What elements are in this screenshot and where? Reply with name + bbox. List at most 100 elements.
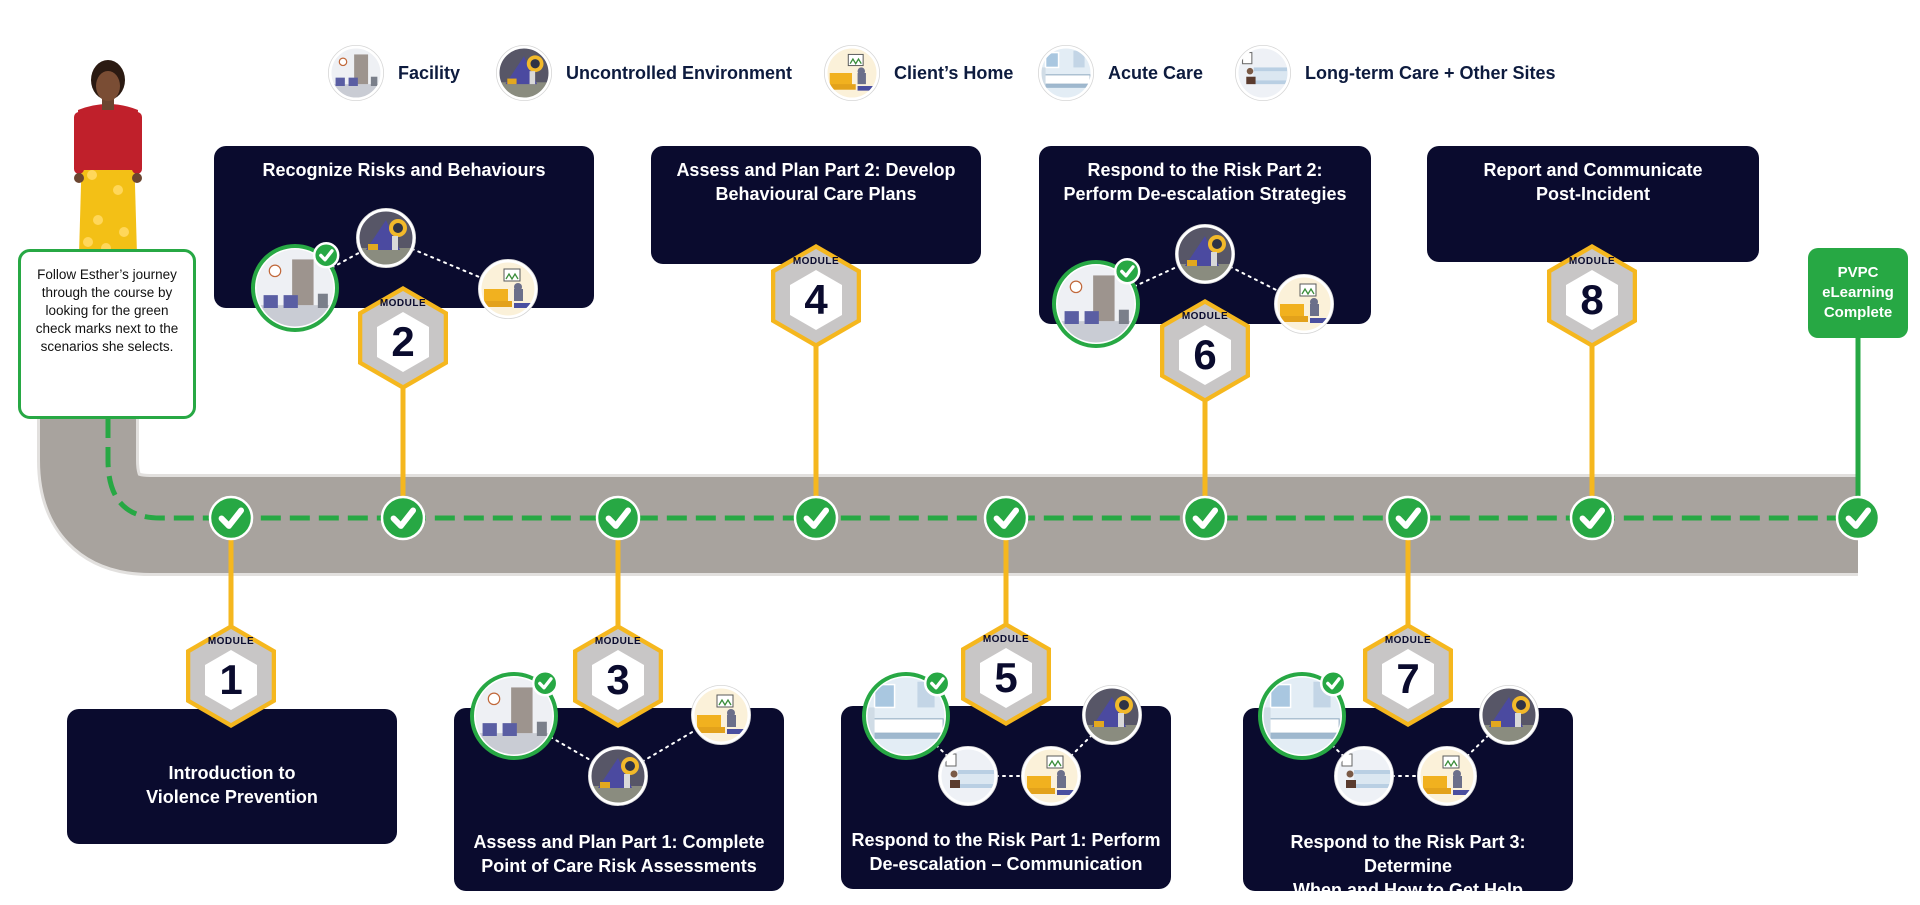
complete-line: Complete	[1823, 304, 1893, 321]
uncontrolled-scene-icon	[1082, 685, 1143, 746]
intro-note: Follow Esther’s journey through the cour…	[18, 249, 196, 419]
long-term-care-icon	[1234, 44, 1292, 102]
uncontrolled-scene-icon	[1175, 223, 1236, 284]
acute-care-icon	[1037, 44, 1095, 102]
selected-scenario-ring	[1052, 260, 1140, 348]
module-number: 7	[1396, 655, 1420, 702]
checkpoint-check-icon	[793, 495, 839, 541]
module-title-line: Recognize Risks and Behaviours	[262, 160, 546, 180]
module-5-badge: MODULE 5	[954, 618, 1058, 730]
module-title-line: Introduction to	[168, 763, 296, 783]
uncontrolled-scene-icon	[495, 44, 553, 102]
home-scene-icon	[691, 685, 752, 746]
hexagon-icon	[961, 622, 1051, 726]
module-badge-label: MODULE	[982, 634, 1030, 645]
checkpoint-check-icon	[208, 495, 254, 541]
hexagon-icon	[186, 624, 276, 728]
module-title-line: Respond to the Risk Part 2:	[1087, 160, 1323, 180]
hexagon-icon	[1547, 244, 1637, 348]
module-badge-label: MODULE	[1181, 311, 1229, 322]
checkpoint-check-icon	[1385, 495, 1431, 541]
checkpoint-check-icon	[595, 495, 641, 541]
uncontrolled-scene-icon	[588, 746, 649, 807]
checkpoint-check-icon	[1569, 495, 1615, 541]
legend-item: Facility	[326, 43, 460, 103]
module-title: Respond to the Risk Part 2: Perform De-es…	[1049, 158, 1361, 206]
module-badge-label: MODULE	[207, 636, 255, 647]
module-1-badge: MODULE 1	[179, 620, 283, 732]
legend-label: Client’s Home	[894, 62, 1014, 83]
complete-line: PVPC	[1837, 264, 1879, 281]
selected-scenario-ring	[1258, 672, 1346, 760]
module-1-card: Introduction to Violence Prevention	[67, 709, 397, 844]
acute-scene-icon	[1037, 44, 1095, 102]
module-title-line: When and How to Get Help	[1293, 880, 1523, 900]
longterm-scene-icon	[1234, 44, 1292, 102]
selected-scenario-ring	[470, 672, 558, 760]
home-scene-icon	[1274, 273, 1335, 334]
legend-label: Uncontrolled Environment	[566, 62, 793, 83]
module-badge-label: MODULE	[1384, 635, 1432, 646]
checkpoint-check-icon	[1835, 495, 1881, 541]
module-number: 8	[1580, 276, 1604, 323]
check-icon	[312, 241, 340, 269]
module-title-line: Report and Communicate	[1483, 160, 1703, 180]
road-dash-line	[105, 418, 1858, 521]
module-badge-label: MODULE	[1568, 256, 1616, 267]
module-title-line: Respond to the Risk Part 1: Perform	[851, 830, 1161, 850]
longterm-scene-icon	[938, 746, 999, 807]
home-scene-icon	[1021, 746, 1082, 807]
check-icon	[1319, 669, 1347, 697]
module-number: 3	[606, 656, 630, 703]
module-title-line: Violence Prevention	[146, 787, 318, 807]
legend-label: Long-term Care + Other Sites	[1305, 62, 1556, 83]
module-number: 4	[804, 276, 828, 323]
hexagon-icon	[1160, 299, 1250, 403]
uncontrolled-scene-icon	[1479, 685, 1540, 746]
check-icon	[1113, 257, 1141, 285]
module-title: Introduction to Violence Prevention	[77, 761, 387, 809]
facility-scene-icon	[327, 44, 385, 102]
legend-label: Acute Care	[1108, 62, 1204, 83]
uncontrolled-environment-icon	[495, 44, 553, 102]
check-icon	[531, 669, 559, 697]
module-number: 1	[219, 656, 243, 703]
acute-scene-icon	[864, 674, 949, 759]
legend-item: Client’s Home	[822, 43, 1013, 103]
uncontrolled-scene-icon	[355, 207, 416, 268]
checkpoint-check-icon	[1182, 495, 1228, 541]
module-title-line: Perform De-escalation Strategies	[1063, 184, 1347, 204]
longterm-scene-icon	[1334, 746, 1395, 807]
hexagon-icon	[771, 244, 861, 348]
complete-line: eLearning	[1822, 284, 1894, 301]
legend-label: Facility	[398, 62, 461, 83]
module-title-line: Point of Care Risk Assessments	[481, 856, 757, 876]
module-8-badge: MODULE 8	[1540, 240, 1644, 352]
clients-home-icon	[823, 44, 881, 102]
module-badge-label: MODULE	[792, 256, 840, 267]
hexagon-icon	[1363, 623, 1453, 727]
module-number: 5	[994, 654, 1018, 701]
module-title-line: Assess and Plan Part 1: Complete	[473, 832, 765, 852]
home-scene-icon	[1417, 746, 1478, 807]
module-number: 2	[391, 318, 415, 365]
selected-scenario-ring	[862, 672, 950, 760]
hexagon-icon	[573, 624, 663, 728]
check-icon	[923, 669, 951, 697]
home-scene-icon	[477, 258, 538, 319]
module-title-line: Respond to the Risk Part 3: Determine	[1290, 832, 1526, 876]
home-scene-icon	[823, 44, 881, 102]
legend-item: Long-term Care + Other Sites	[1233, 43, 1556, 103]
module-title-line: Post-Incident	[1535, 184, 1650, 204]
module-number: 6	[1193, 331, 1217, 378]
